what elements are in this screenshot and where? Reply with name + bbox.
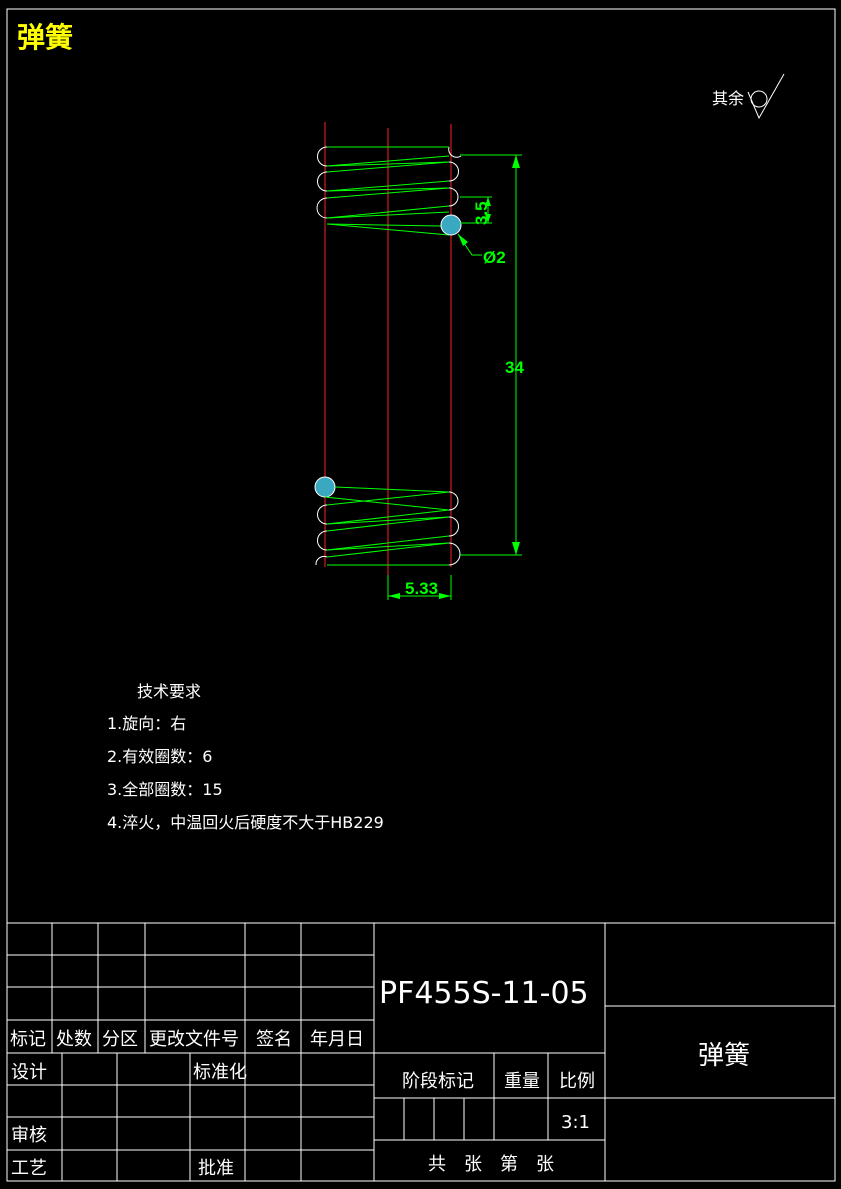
rev-header: 更改文件号	[149, 1029, 239, 1050]
coil-bottom-right-3	[448, 542, 461, 566]
coil-bottom-right-2	[448, 516, 459, 537]
surface-roughness-symbol: 其余	[712, 73, 785, 120]
rev-header: 分区	[102, 1029, 138, 1050]
dim-wire-diameter: Ø2	[483, 248, 506, 267]
coil-wire	[326, 161, 450, 173]
coil-wire	[326, 180, 450, 192]
tech-req-item: 2.有效圈数：6	[107, 747, 212, 766]
coil-top-left-3	[316, 197, 328, 219]
arrow-icon	[512, 155, 520, 168]
title-block: 标记 处数 分区 更改文件号 签名 年月日 设计 标准化 审核 工艺 批准 PF…	[7, 922, 835, 1181]
process-label: 工艺	[11, 1158, 47, 1179]
approve-label: 批准	[198, 1158, 234, 1179]
technical-requirements: 技术要求 1.旋向：右 2.有效圈数：6 3.全部圈数：15 4.淬火，中温回火…	[107, 682, 384, 832]
scale-value: 3:1	[561, 1112, 590, 1133]
coil-wire	[326, 491, 450, 506]
dim-half-width: 5.33	[405, 579, 438, 598]
coil-wire	[326, 542, 450, 558]
coil-wire	[334, 486, 450, 493]
tech-req-heading: 技术要求	[137, 682, 201, 701]
stage-mark-label: 阶段标记	[402, 1071, 474, 1092]
coil-wire	[326, 155, 450, 167]
coil-wire	[326, 187, 450, 199]
coil-wire	[326, 205, 450, 219]
coil-wire	[326, 509, 450, 525]
sheet-count: 共 张 第 张	[428, 1154, 554, 1175]
arrow-icon	[439, 593, 451, 599]
roughness-check-icon	[747, 73, 785, 120]
coil-wire	[326, 223, 450, 236]
coil-wire	[326, 535, 450, 551]
dimensions: 34 3.5 Ø2 5.33	[387, 154, 524, 600]
tech-req-item: 4.淬火，中温回火后硬度不大于HB229	[107, 813, 384, 832]
coil-wire	[326, 516, 450, 532]
arrow-icon	[388, 593, 400, 599]
coil-wire	[326, 223, 442, 227]
arrow-icon	[512, 542, 520, 555]
roughness-label: 其余	[712, 89, 744, 108]
coil-bottom-right-1	[448, 491, 459, 511]
coil-wire	[326, 211, 450, 219]
wire-section-top	[440, 214, 462, 236]
weight-label: 重量	[504, 1071, 540, 1092]
dim-free-length: 34	[505, 358, 524, 377]
rev-header: 年月日	[310, 1029, 364, 1050]
tech-req-item: 3.全部圈数：15	[107, 780, 223, 799]
drawing-number: PF455S-11-05	[379, 976, 589, 1011]
design-label: 设计	[11, 1062, 47, 1083]
rev-header: 标记	[10, 1029, 46, 1050]
coil-bottom-left-1	[317, 504, 328, 525]
arrow-icon	[485, 214, 491, 223]
coil-top-right-2	[448, 187, 459, 207]
coil-wire	[326, 516, 450, 525]
coil-top-left-1	[317, 146, 328, 167]
tech-req-item: 1.旋向：右	[107, 714, 186, 733]
arrow-icon	[485, 197, 491, 206]
coil-bottom-left-2	[317, 530, 328, 551]
coil-top-right-0	[448, 146, 462, 158]
coil-wire	[324, 496, 450, 511]
drawing-title: 弹簧	[17, 21, 73, 54]
coil-top-right-1	[448, 161, 459, 182]
coil-wire	[326, 187, 450, 192]
coil-wire	[326, 161, 450, 167]
scale-label: 比例	[559, 1071, 595, 1092]
wire-section-bottom	[314, 476, 336, 498]
drawing-border	[6, 8, 836, 1182]
coil-wire	[326, 542, 450, 551]
coil-bottom-left-3	[315, 555, 328, 566]
review-label: 审核	[11, 1125, 47, 1146]
dim-pitch: 3.5	[472, 201, 491, 225]
arrow-icon	[458, 234, 468, 246]
spring-coils	[314, 146, 462, 566]
standardize-label: 标准化	[193, 1062, 247, 1083]
coil-top-left-2	[317, 171, 328, 192]
rev-header: 处数	[56, 1029, 92, 1050]
part-name: 弹簧	[698, 1041, 750, 1071]
rev-header: 签名	[256, 1029, 292, 1050]
